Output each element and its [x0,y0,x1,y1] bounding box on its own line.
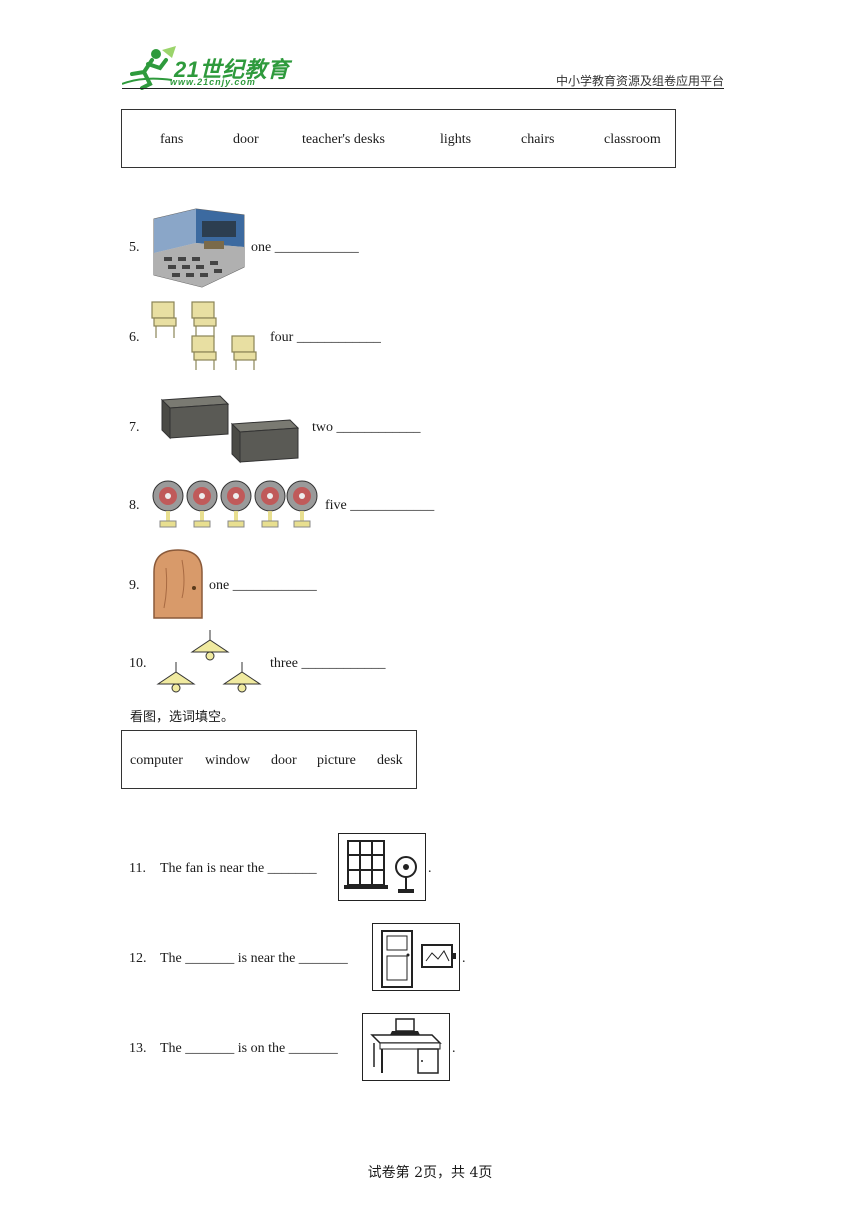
question-text: The _______ is near the _______ [160,951,348,966]
classroom-image [152,207,245,289]
question-text: five ____________ [325,498,435,513]
teachers-desks-image [160,392,300,464]
window-fan-image [338,833,426,901]
word-bank-item: teacher's desks [302,132,385,147]
question-text: one ____________ [209,578,317,593]
question-number: 12. [129,951,147,966]
question-text: The _______ is on the _______ [160,1041,338,1056]
door-image [152,548,204,620]
question-text: one ____________ [251,240,359,255]
section-instruction: 看图，选词填空。 [130,710,235,725]
word-bank-item: lights [440,132,472,147]
logo-url: www.21cnjy.com [170,77,256,87]
question-text: four ____________ [270,330,381,345]
word-bank-item: door [271,753,297,768]
word-bank-item: desk [377,753,403,768]
header-divider [122,88,724,89]
question-number: 5. [129,240,140,255]
word-bank-item: picture [317,753,356,768]
question-number: 8. [129,498,140,513]
runner-logo-icon [122,46,176,90]
word-bank-item: chairs [521,132,555,147]
question-number: 9. [129,578,140,593]
question-end: . [428,861,432,876]
question-number: 7. [129,420,140,435]
word-bank-box-2: computer window door picture desk [121,730,417,789]
logo-text: 21世纪教育 [174,57,290,82]
question-text: two ____________ [312,420,421,435]
door-picture-image [372,923,460,991]
word-bank-box: fans door teacher's desks lights chairs … [121,109,676,168]
question-number: 6. [129,330,140,345]
word-bank-item: fans [160,132,184,147]
question-text: The fan is near the _______ [160,861,317,876]
word-bank-item: window [205,753,251,768]
page-footer: 试卷第 2页，共 4页 [367,1165,493,1181]
word-bank-item: door [233,132,259,147]
word-bank-item: classroom [604,132,661,147]
logo [122,46,292,90]
word-bank-item: computer [130,753,183,768]
question-number: 10. [129,656,147,671]
question-end: . [462,951,466,966]
question-number: 11. [129,861,146,876]
lights-image [156,630,266,694]
computer-desk-image [362,1013,450,1081]
site-name: 中小学教育资源及组卷应用平台 [555,74,724,88]
chairs-image [150,300,266,372]
question-number: 13. [129,1041,147,1056]
fans-image [152,478,322,532]
question-text: three ____________ [270,656,386,671]
question-end: . [452,1041,456,1056]
